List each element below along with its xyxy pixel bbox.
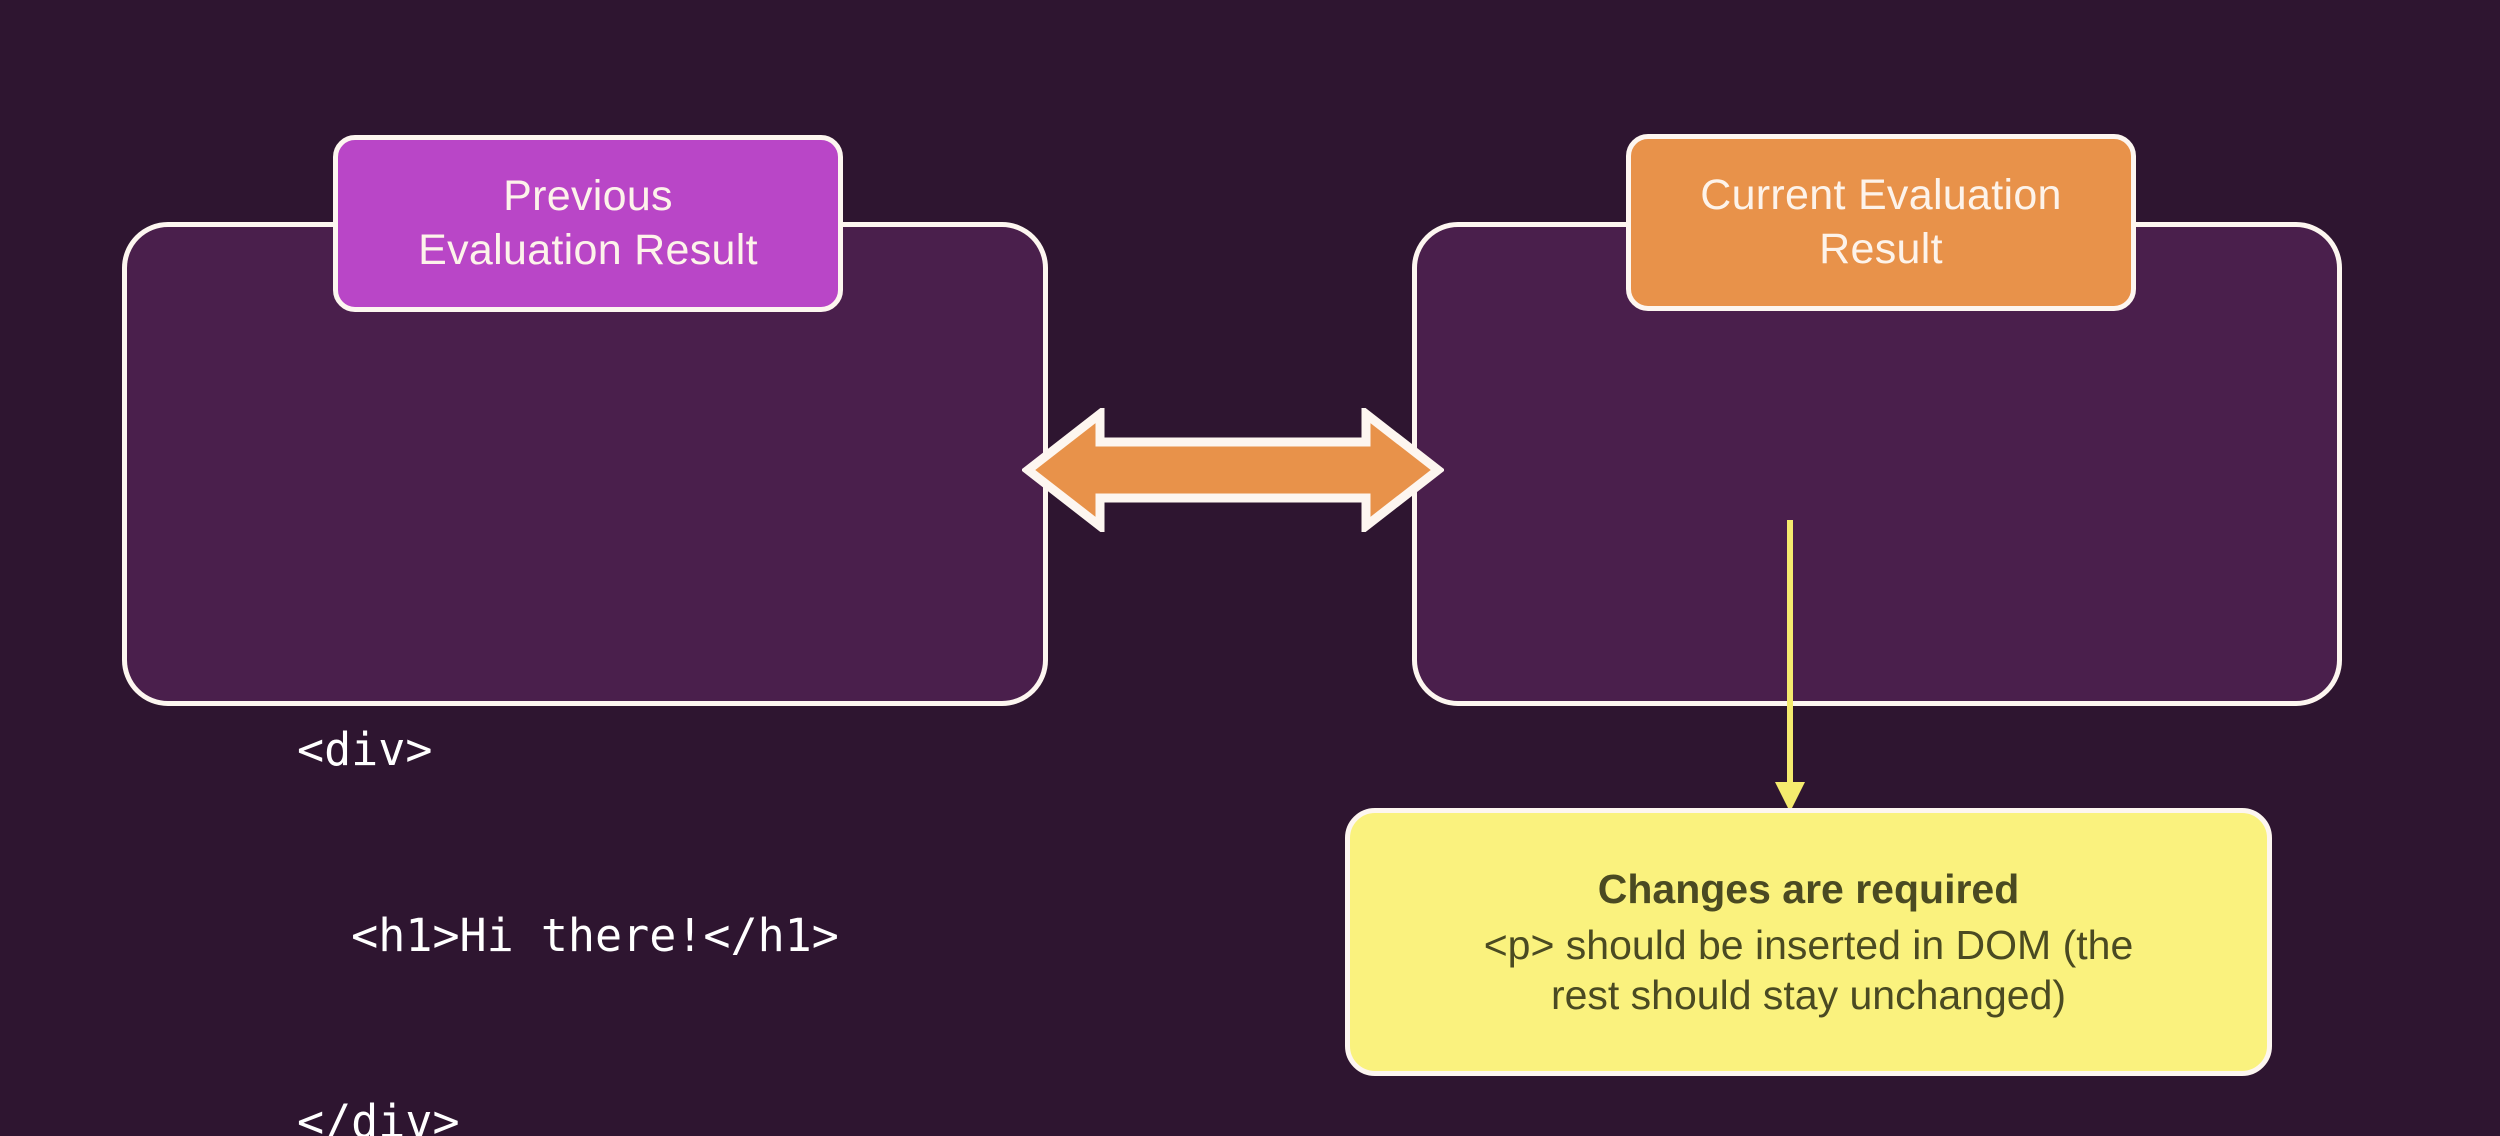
highlight-to-callout-connector-icon bbox=[1775, 520, 1805, 812]
callout-body: <p> should be inserted in DOM (the rest … bbox=[1484, 920, 2134, 1020]
code-block-previous: <div> <h1>Hi there!</h1> </div> bbox=[297, 595, 839, 1136]
code-line: </div> bbox=[297, 1095, 460, 1136]
code-line: <h1>Hi there!</h1> bbox=[297, 909, 839, 962]
callout-title: Changes are required bbox=[1597, 866, 2020, 913]
comparison-double-arrow-icon bbox=[1022, 408, 1444, 532]
callout-changes-required: Changes are required <p> should be inser… bbox=[1345, 808, 2272, 1076]
code-line: <div> bbox=[297, 723, 433, 776]
callout-body-line-2: rest should stay unchanged) bbox=[1550, 971, 2067, 1018]
callout-body-line-1: <p> should be inserted in DOM (the bbox=[1483, 921, 2134, 968]
